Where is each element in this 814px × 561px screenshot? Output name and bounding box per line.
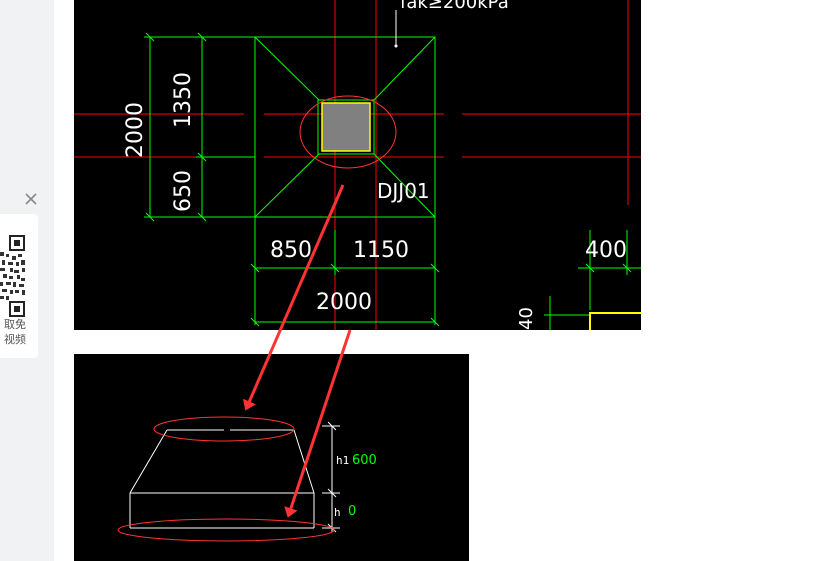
dim-left-bottom: 650 xyxy=(171,170,196,212)
cad-section-view: h1 600 h 0 xyxy=(74,354,469,561)
footing-tag: DJJ01 xyxy=(377,179,430,203)
dim-bottom-left: 850 xyxy=(270,238,312,263)
dim-bottom-total: 2000 xyxy=(316,290,372,315)
promo-text-line2: 视频 xyxy=(4,333,26,346)
qr-promo-card[interactable]: 取免 视频 xyxy=(0,214,38,358)
h-label: h xyxy=(334,506,341,519)
dim-bottom-right: 1150 xyxy=(353,238,409,263)
qr-code-icon xyxy=(0,232,26,320)
h-value: 0 xyxy=(348,504,356,519)
cad-plan-view: 2000 1350 650 fak≥200kPa DJJ01 850 1150 … xyxy=(74,0,641,330)
dim-edge-partial: 40 xyxy=(516,307,537,330)
dim-right: 400 xyxy=(585,238,627,263)
promo-text-line1: 取免 xyxy=(4,318,26,331)
h1-value: 600 xyxy=(352,453,377,468)
close-icon[interactable] xyxy=(22,190,40,208)
bearing-capacity-label: fak≥200kPa xyxy=(400,0,509,13)
dim-left-total: 2000 xyxy=(123,102,148,158)
dim-left-top: 1350 xyxy=(171,72,196,128)
h1-label: h1 xyxy=(336,454,349,467)
